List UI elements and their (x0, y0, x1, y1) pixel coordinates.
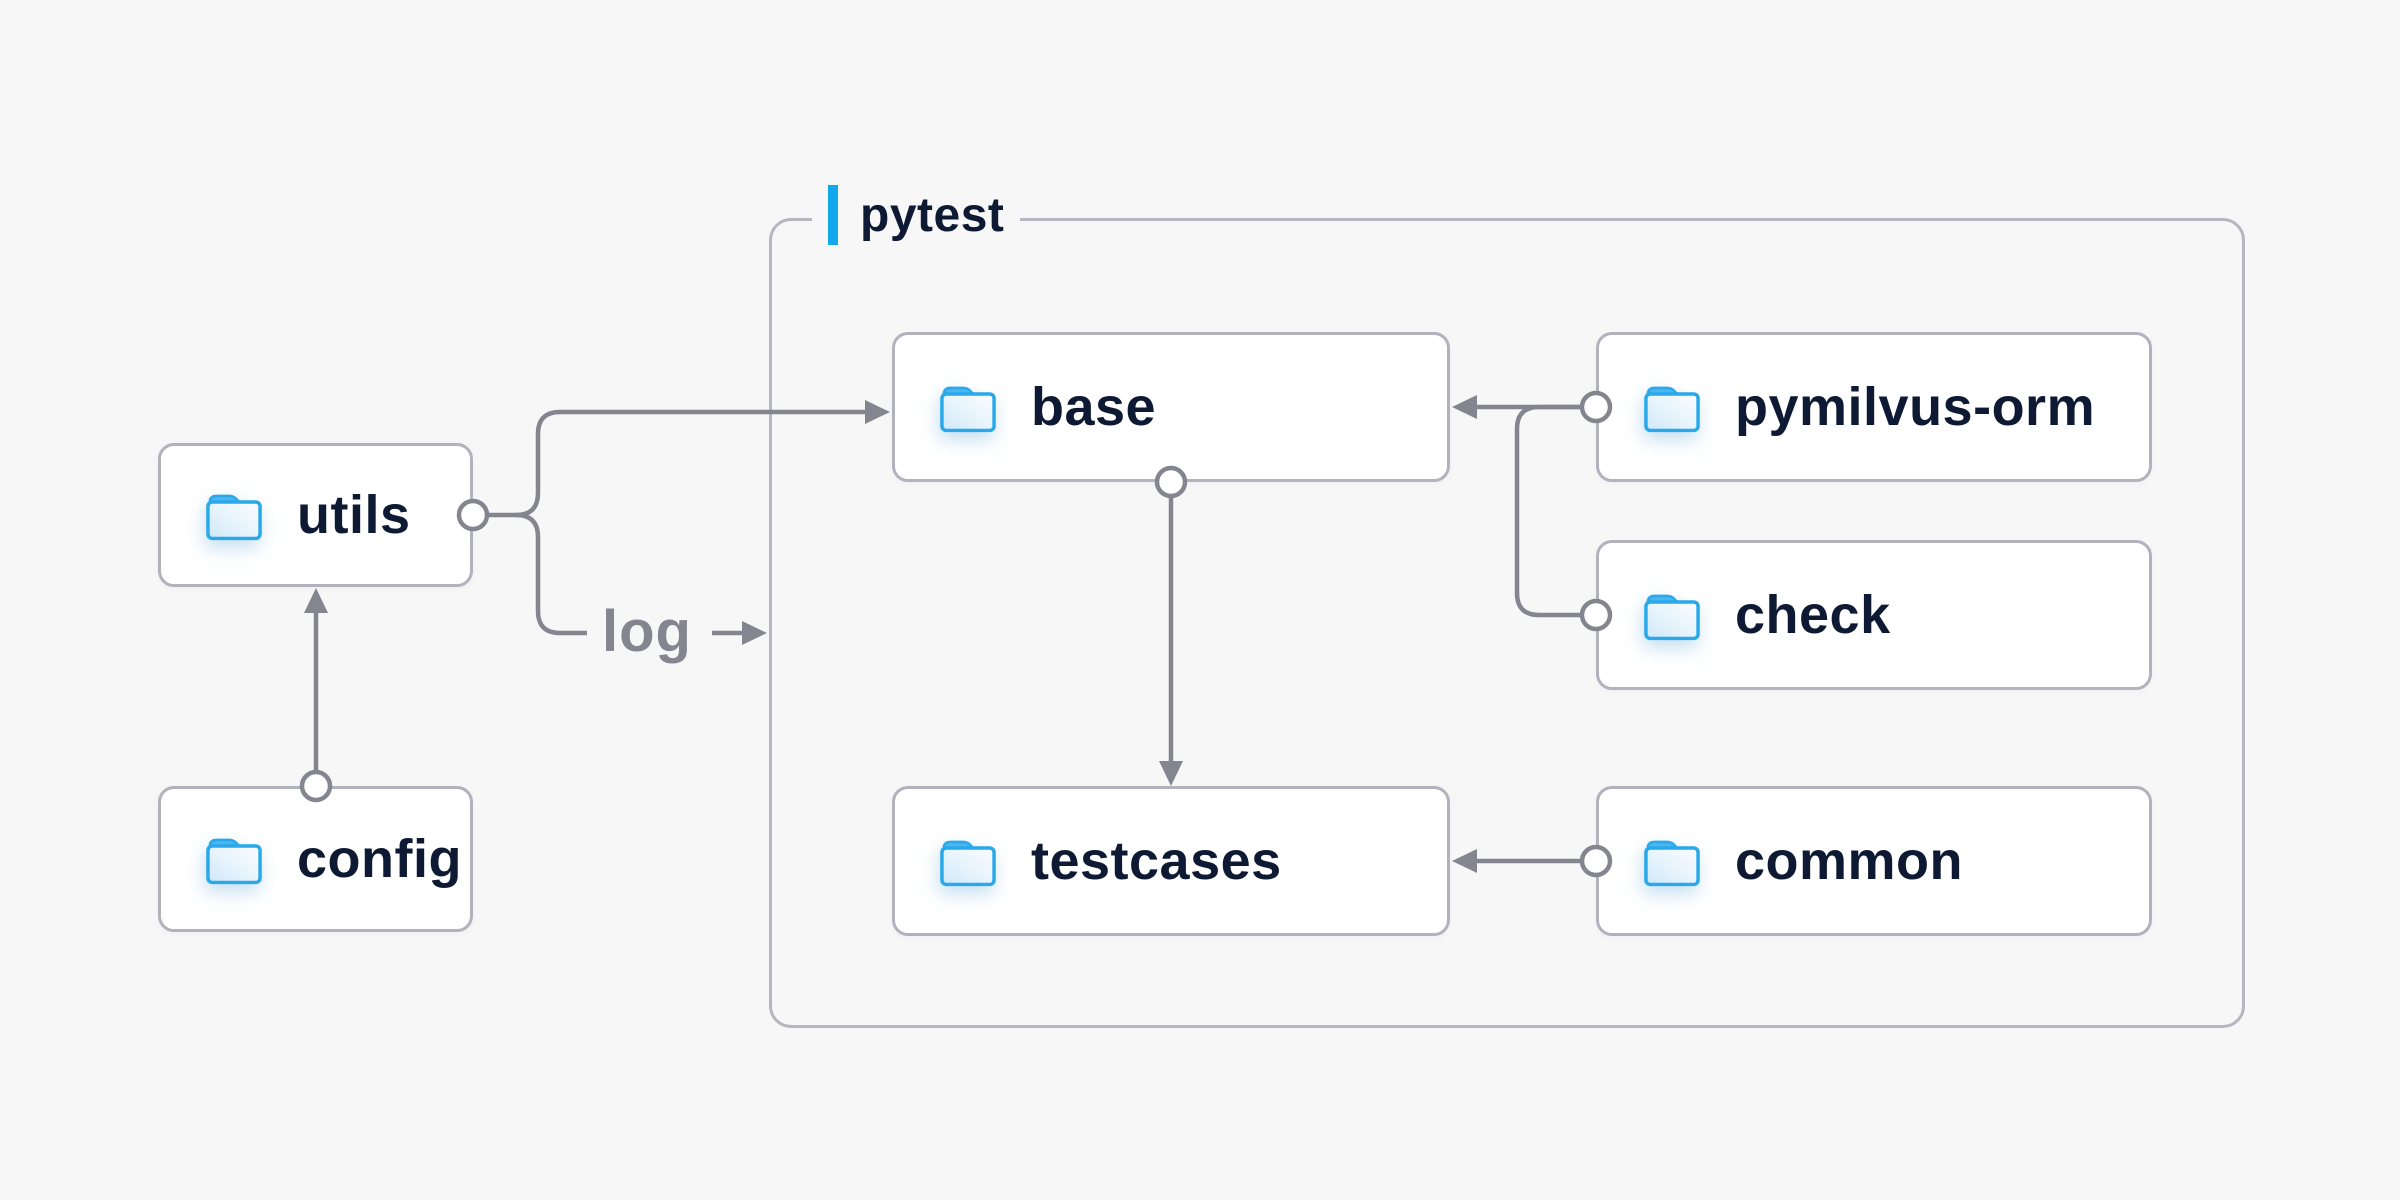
node-check: check (1596, 540, 2152, 690)
node-base-label: base (1031, 377, 1157, 437)
edge-label-log: log (602, 599, 692, 664)
node-utils: utils (158, 443, 473, 587)
accent-bar-icon (828, 185, 838, 245)
edge-config-utils (299, 588, 333, 803)
folder-icon (1644, 386, 1700, 433)
pytest-group-box (769, 218, 2245, 1028)
pytest-group-title: pytest (860, 188, 1005, 242)
node-pymilvus-orm: pymilvus-orm (1596, 332, 2152, 482)
node-base: base (892, 332, 1450, 482)
folder-icon (1644, 840, 1700, 887)
node-common: common (1596, 786, 2152, 936)
folder-icon (206, 494, 262, 541)
folder-icon (940, 386, 996, 433)
node-config: config (158, 786, 473, 932)
node-utils-label: utils (297, 485, 411, 545)
folder-icon (206, 838, 262, 885)
folder-icon (940, 840, 996, 887)
pytest-group-label: pytest (812, 183, 1021, 247)
folder-icon (1644, 594, 1700, 641)
node-pymilvus-orm-label: pymilvus-orm (1735, 377, 2096, 437)
node-common-label: common (1735, 831, 1964, 891)
node-check-label: check (1735, 585, 1891, 645)
node-config-label: config (297, 829, 462, 889)
node-testcases-label: testcases (1031, 831, 1282, 891)
node-testcases: testcases (892, 786, 1450, 936)
